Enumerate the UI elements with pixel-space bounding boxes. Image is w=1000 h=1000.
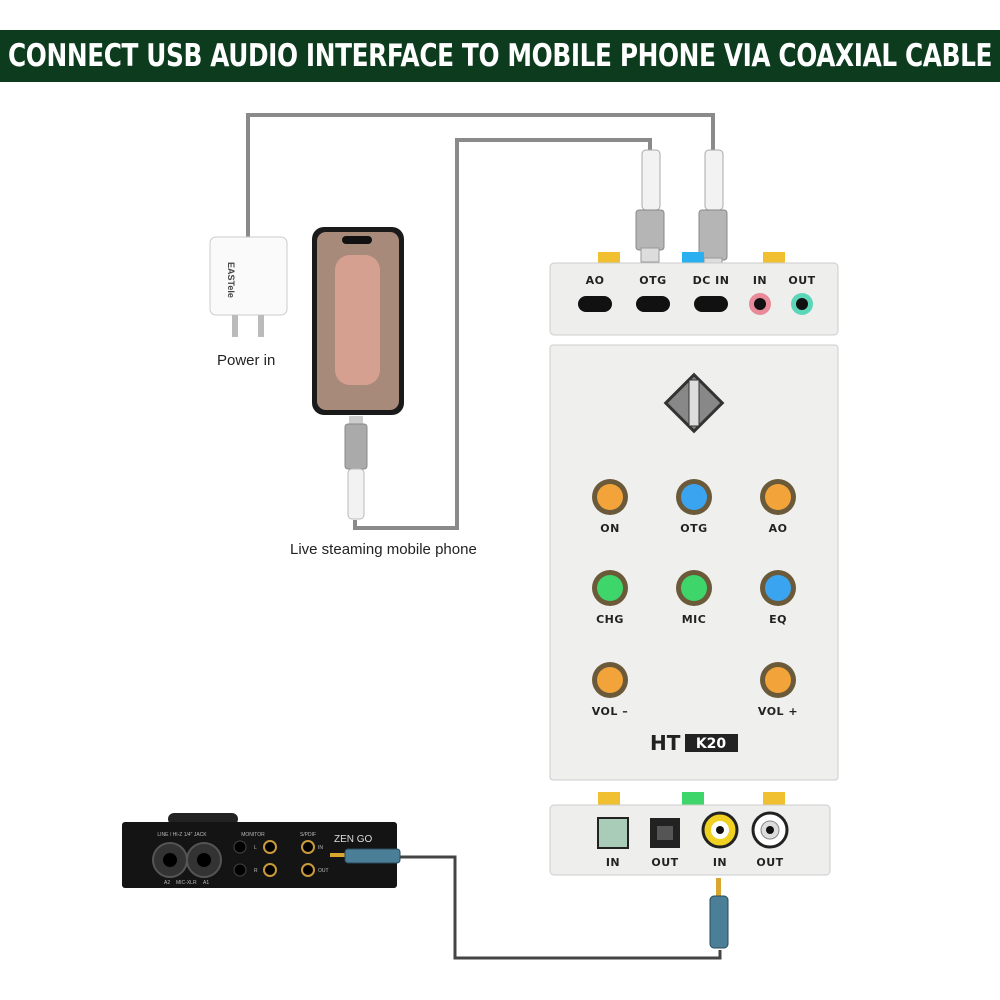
- button-ao[interactable]: AO: [760, 479, 796, 535]
- optical-out-label: OUT: [651, 856, 678, 869]
- top-panel: AO OTG DC IN IN OUT: [549, 252, 839, 336]
- svg-text:MIC-XLR: MIC-XLR: [176, 880, 197, 886]
- coax-in-label: IN: [713, 856, 727, 869]
- button-led: [681, 484, 707, 510]
- svg-text:R: R: [254, 868, 258, 874]
- otg-plug: [635, 149, 665, 263]
- model-badge: K20: [696, 736, 727, 752]
- port-label-in: IN: [753, 274, 767, 287]
- button-eq[interactable]: EQ: [760, 570, 796, 626]
- svg-text:MONITOR: MONITOR: [241, 832, 265, 838]
- power-in-caption: Power in: [217, 352, 276, 369]
- button-on[interactable]: ON: [592, 479, 628, 535]
- svg-text:A1: A1: [203, 880, 209, 886]
- title-banner: CONNECT USB AUDIO INTERFACE TO MOBILE PH…: [0, 30, 1000, 82]
- bottom-panel: IN OUT IN OUT: [549, 792, 831, 876]
- coax-cable: [400, 855, 722, 960]
- interface-brand: ZEN GO: [334, 834, 373, 845]
- optical-in-label: IN: [606, 856, 620, 869]
- button-led: [597, 484, 623, 510]
- otg-cable: [353, 138, 652, 530]
- svg-text:L: L: [254, 845, 257, 851]
- button-label: OTG: [680, 522, 707, 535]
- button-led: [765, 575, 791, 601]
- button-mic[interactable]: MIC: [676, 570, 712, 626]
- power-cable: [246, 113, 715, 238]
- usb-audio-interface: LINE / HI-Z 1/4" JACK MONITOR S/PDIF A2 …: [122, 813, 401, 888]
- cables: [246, 113, 722, 960]
- main-panel: ON OTG AO CHG MIC EQ VOL – VOL + HT K20: [549, 344, 839, 781]
- button-label: AO: [769, 522, 788, 535]
- button-led: [681, 575, 707, 601]
- svg-text:OUT: OUT: [318, 868, 329, 874]
- svg-text:IN: IN: [318, 845, 323, 851]
- phone-caption: Live steaming mobile phone: [290, 541, 477, 558]
- port-label-out: OUT: [788, 274, 815, 287]
- button-vol[interactable]: VOL +: [758, 662, 798, 718]
- coax-out-label: OUT: [756, 856, 783, 869]
- svg-text:A2: A2: [164, 880, 170, 886]
- port-label-dc-in: DC IN: [693, 274, 730, 287]
- port-label-ao: AO: [586, 274, 605, 287]
- lightning-plug: [344, 416, 368, 520]
- power-adapter: EASTele: [209, 236, 288, 337]
- rca-plug: [709, 878, 729, 949]
- port-label-otg: OTG: [639, 274, 666, 287]
- charger-brand: EASTele: [226, 262, 236, 298]
- button-led: [765, 484, 791, 510]
- button-label: ON: [600, 522, 620, 535]
- svg-text:S/PDIF: S/PDIF: [300, 832, 316, 838]
- button-label: EQ: [769, 613, 787, 626]
- title-text: CONNECT USB AUDIO INTERFACE TO MOBILE PH…: [7, 38, 993, 74]
- button-led: [765, 667, 791, 693]
- button-led: [597, 667, 623, 693]
- brand-logo: [663, 372, 725, 434]
- svg-text:LINE / HI-Z 1/4" JACK: LINE / HI-Z 1/4" JACK: [157, 832, 207, 838]
- button-label: VOL –: [592, 705, 629, 718]
- button-led: [597, 575, 623, 601]
- button-label: VOL +: [758, 705, 798, 718]
- button-chg[interactable]: CHG: [592, 570, 628, 626]
- button-otg[interactable]: OTG: [676, 479, 712, 535]
- button-label: MIC: [682, 613, 707, 626]
- button-vol[interactable]: VOL –: [592, 662, 629, 718]
- button-label: CHG: [596, 613, 624, 626]
- mobile-phone: [312, 227, 404, 415]
- model-prefix: HT: [650, 731, 681, 755]
